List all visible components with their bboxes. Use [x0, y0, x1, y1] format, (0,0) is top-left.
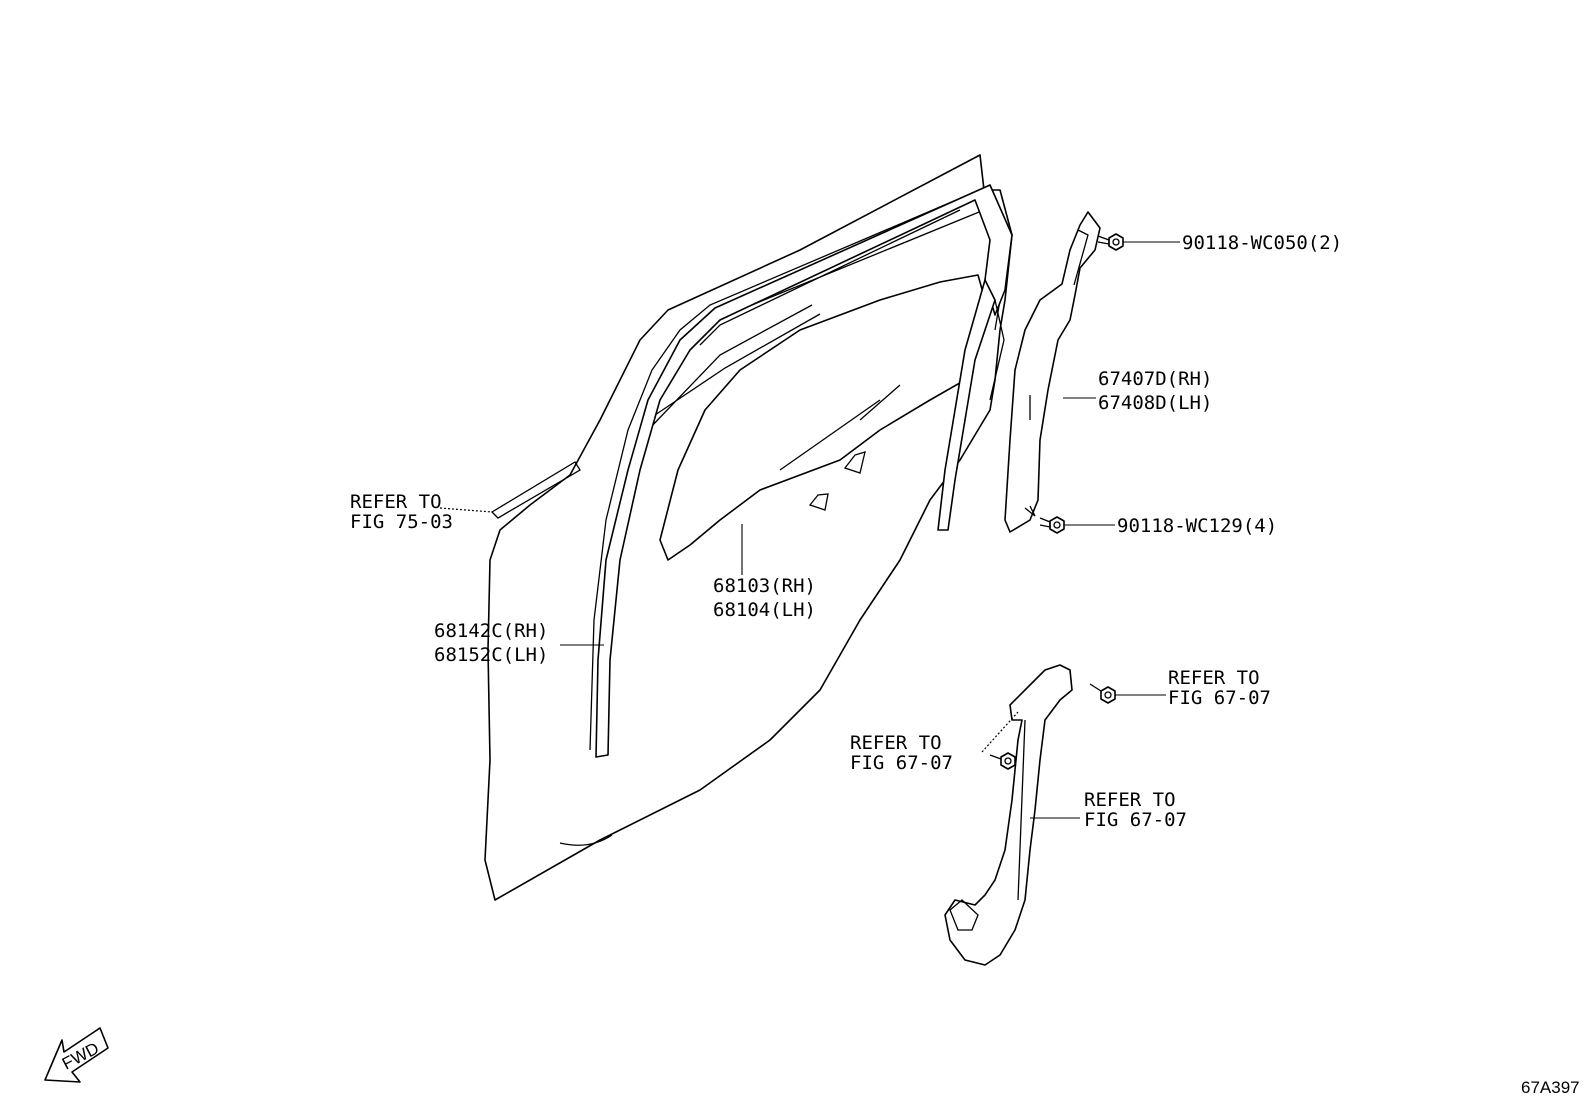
refer-left-bolt-line2: FIG 67-07	[850, 752, 953, 774]
rear-run-channel	[937, 279, 1005, 531]
refer-regulator-line1: REFER TO	[1084, 789, 1176, 811]
bolt-mid-icon	[1039, 516, 1065, 534]
refer-75-line2: FIG 75-03	[350, 511, 453, 533]
refer-75-line1: REFER TO	[350, 491, 442, 513]
door-panel	[439, 154, 1013, 901]
door-glass	[659, 274, 986, 561]
callout-run-rh: 68142C(RH)	[434, 620, 548, 642]
callout-frame-lh: 67408D(LH)	[1098, 392, 1212, 414]
callout-bolt-mid: 90118-WC129(4)	[1117, 515, 1277, 537]
refer-regulator-bolt-line2: FIG 67-07	[1168, 687, 1271, 709]
refer-regulator-bolt-line1: REFER TO	[1168, 667, 1260, 689]
callout-glass-rh: 68103(RH)	[713, 575, 816, 597]
regulator-bolt-top-icon	[1089, 683, 1116, 704]
callout-run-lh: 68152C(LH)	[434, 644, 548, 666]
refer-regulator-line2: FIG 67-07	[1084, 809, 1187, 831]
callout-frame-rh: 67407D(RH)	[1098, 368, 1212, 390]
window-regulator	[944, 664, 1073, 966]
regulator-bolt-left-icon	[989, 752, 1016, 770]
center-frame	[1004, 211, 1101, 533]
callouts: 90118-WC050(2) 67407D(RH) 67408D(LH) 901…	[350, 232, 1342, 831]
refer-left-bolt-line1: REFER TO	[850, 732, 942, 754]
figure-id: 67A397	[1521, 1078, 1580, 1097]
callout-bolt-top: 90118-WC050(2)	[1182, 232, 1342, 254]
callout-glass-lh: 68104(LH)	[713, 599, 816, 621]
leader-lines	[560, 241, 1180, 819]
bolt-top-icon	[1097, 233, 1124, 251]
fwd-arrow-icon: FWD	[44, 1027, 109, 1083]
